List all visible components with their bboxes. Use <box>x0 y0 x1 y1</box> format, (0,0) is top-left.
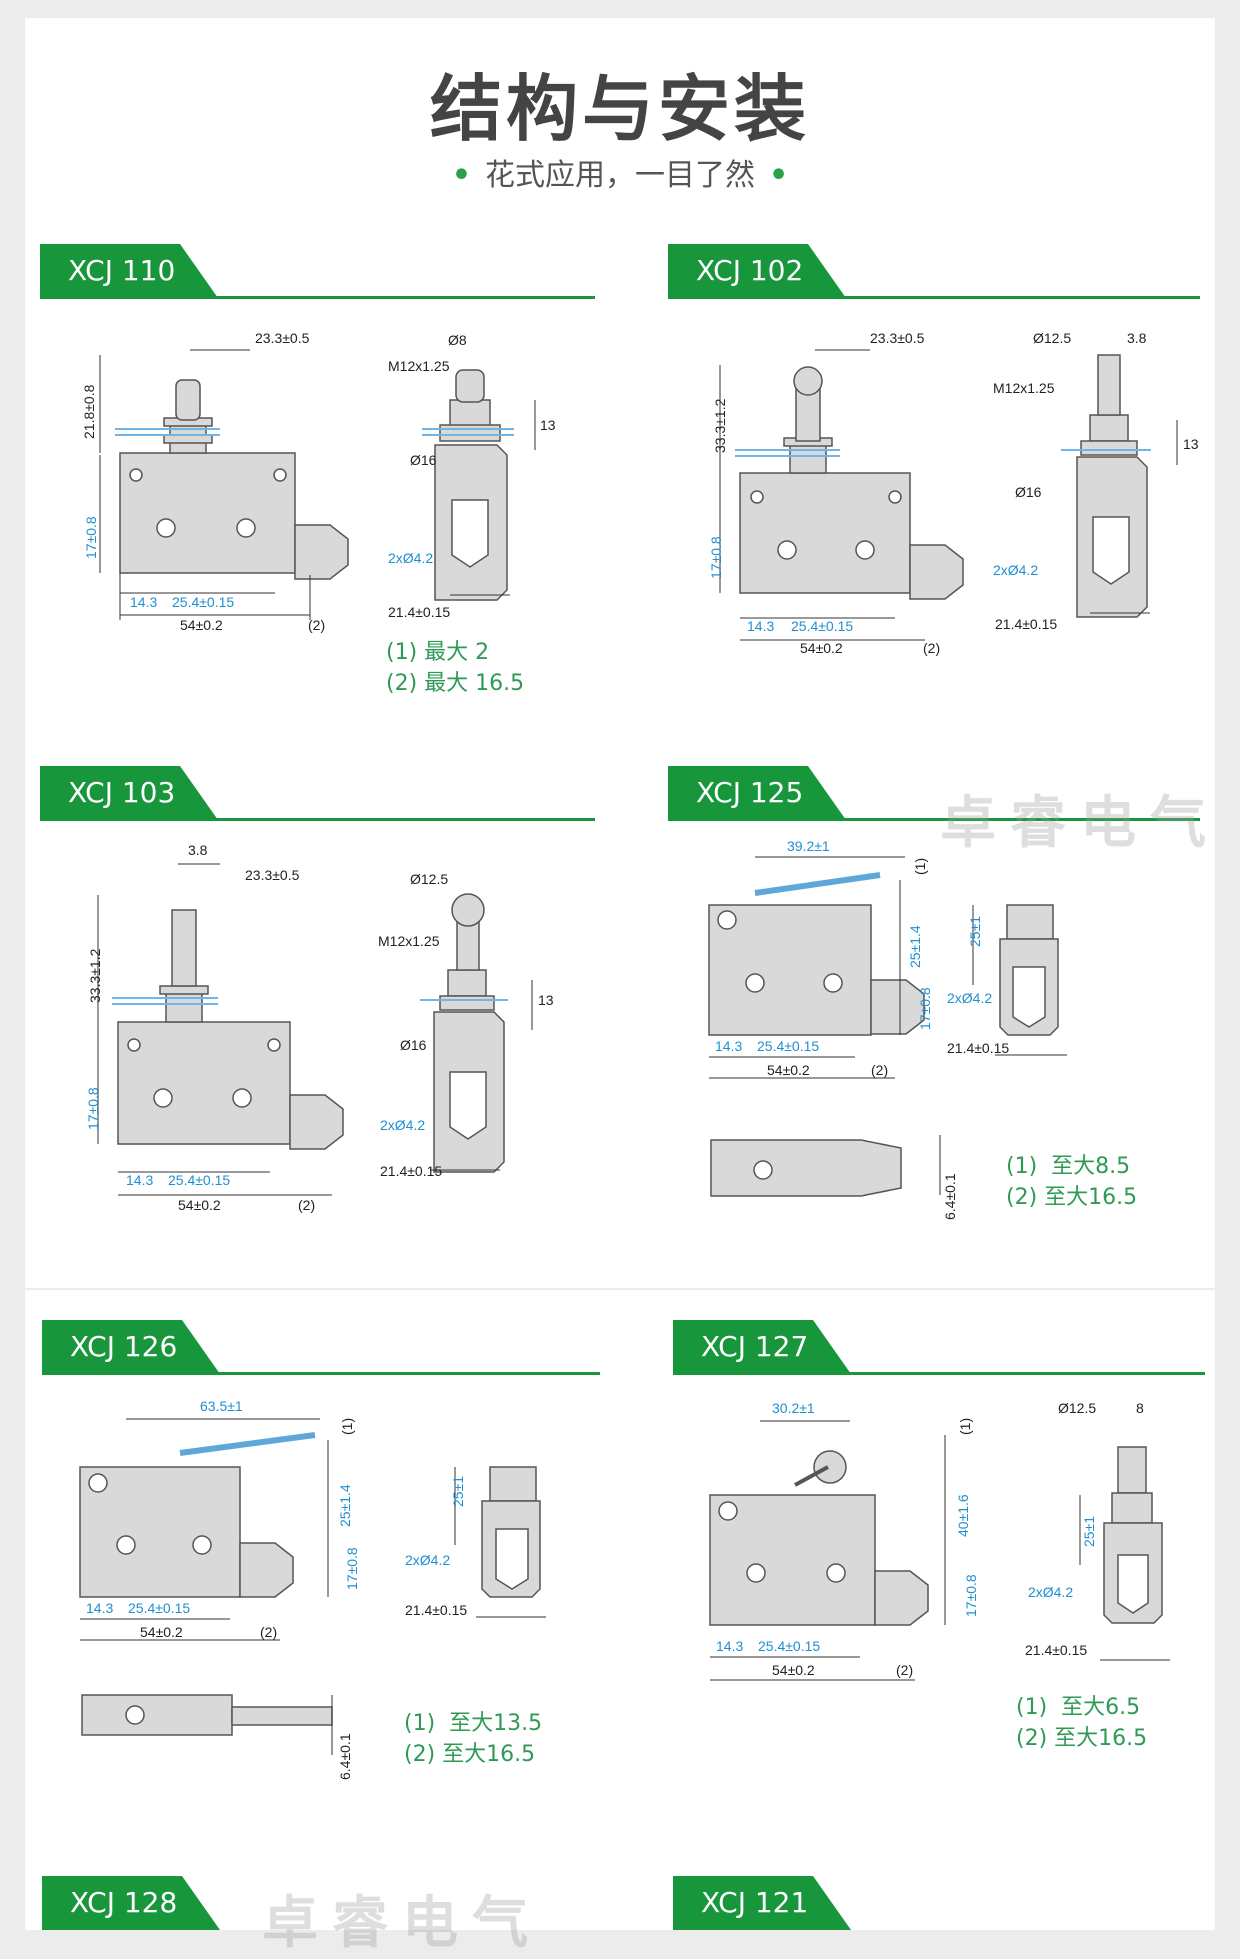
dim-254: 25.4±0.15 <box>758 1638 820 1654</box>
dim-14: 14.3 <box>715 1038 742 1054</box>
dim-14: 14.3 <box>716 1638 743 1654</box>
dim-2: (2) <box>923 640 940 656</box>
watermark-1: 卓睿电气 <box>940 791 1220 856</box>
dim-17: 17±0.8 <box>83 516 99 559</box>
page-title: 结构与安装 <box>429 67 810 151</box>
dim-2: (2) <box>871 1062 888 1078</box>
dim-2: (2) <box>298 1197 315 1213</box>
dim-v1: 33.3±1.2 <box>712 398 728 453</box>
dim-thread: M12x1.25 <box>388 358 450 374</box>
dim-13: 13 <box>538 992 554 1008</box>
dim-top: 30.2±1 <box>772 1400 815 1416</box>
dim-17: 17±0.8 <box>917 987 933 1030</box>
dim-v1: 25±1.4 <box>907 925 923 968</box>
dim-width: 21.4±0.15 <box>405 1602 467 1618</box>
dim-holes: 2xØ4.2 <box>388 550 433 566</box>
dim-13: 13 <box>1183 436 1199 452</box>
dim-17: 17±0.8 <box>963 1574 979 1617</box>
dim-14: 14.3 <box>747 618 774 634</box>
dim-top: 39.2±1 <box>787 838 830 854</box>
dim-dia: Ø12.5 <box>410 871 448 887</box>
dim-width: 21.4±0.15 <box>947 1040 1009 1056</box>
dim-thick: 6.4±0.1 <box>942 1173 958 1220</box>
dim-17: 17±0.8 <box>344 1547 360 1590</box>
dim-dia: Ø12.5 <box>1058 1400 1096 1416</box>
dim-width: 21.4±0.15 <box>1025 1642 1087 1658</box>
drawing-xcj103: 3.8 23.3±0.5 33.3±1.2 17±0.8 14.3 25.4±0… <box>85 842 554 1213</box>
dim-dia: Ø8 <box>448 332 467 348</box>
drawing-xcj126: 63.5±1 (1) 25±1.4 17±0.8 14.3 25.4±0.15 … <box>79 1398 546 1780</box>
dim-holes: 2xØ4.2 <box>993 562 1038 578</box>
dim-14: 14.3 <box>126 1172 153 1188</box>
dim-254: 25.4±0.15 <box>757 1038 819 1054</box>
dim-v1: 33.3±1.2 <box>87 948 103 1003</box>
dim-v1: 21.8±0.8 <box>81 384 97 439</box>
dim-54: 54±0.2 <box>178 1197 221 1213</box>
dim-54: 54±0.2 <box>767 1062 810 1078</box>
subtitle-text: 花式应用，一目了然 <box>485 158 755 193</box>
dim-14: 14.3 <box>130 594 157 610</box>
drawing-xcj127: 30.2±1 (1) 40±1.6 17±0.8 14.3 25.4±0.15 … <box>709 1400 1170 1681</box>
dim-54: 54±0.2 <box>140 1624 183 1640</box>
drawing-xcj102: 23.3±0.5 33.3±1.2 17±0.8 14.3 25.4±0.15 … <box>708 330 1199 656</box>
drawing-xcj125: 39.2±1 (1) 25±1.4 17±0.8 14.3 25.4±0.15 … <box>708 838 1067 1220</box>
dim-roll: 3.8 <box>188 842 208 858</box>
dim-13: 13 <box>540 417 556 433</box>
dim-side: 25±1 <box>450 1476 466 1507</box>
dim-top: 23.3±0.5 <box>870 330 925 346</box>
dim-width: 21.4±0.15 <box>995 616 1057 632</box>
dim-v1: 40±1.6 <box>955 1494 971 1537</box>
dim-holes: 2xØ4.2 <box>405 1552 450 1568</box>
note-xcj126: (1) 至大13.5 (2) 至大16.5 <box>404 1711 543 1767</box>
dim-roll: 8 <box>1136 1400 1144 1416</box>
dim-width: 21.4±0.15 <box>388 604 450 620</box>
dim-top: 63.5±1 <box>200 1398 243 1414</box>
dim-nut: Ø16 <box>400 1037 427 1053</box>
dim-v1: 25±1.4 <box>337 1484 353 1527</box>
dim-holes: 2xØ4.2 <box>380 1117 425 1133</box>
dim-width: 21.4±0.15 <box>380 1163 442 1179</box>
dim-thick: 6.4±0.1 <box>337 1733 353 1780</box>
dim-roll: 3.8 <box>1127 330 1147 346</box>
dim-254: 25.4±0.15 <box>172 594 234 610</box>
dim-nut: Ø16 <box>1015 484 1042 500</box>
sheet-lower <box>25 1290 1215 1930</box>
dim-17: 17±0.8 <box>85 1087 101 1130</box>
page-subtitle: •花式应用，一目了然• <box>451 158 789 193</box>
dim-1: (1) <box>339 1418 355 1435</box>
dim-top: 23.3±0.5 <box>255 330 310 346</box>
dim-254: 25.4±0.15 <box>791 618 853 634</box>
dim-holes: 2xØ4.2 <box>947 990 992 1006</box>
dim-side: 25±1 <box>967 916 983 947</box>
drawing-xcj110: 23.3±0.5 21.8±0.8 17±0.8 14.3 25.4±0.15 … <box>81 330 556 633</box>
dim-54: 54±0.2 <box>180 617 223 633</box>
dim-2: (2) <box>260 1624 277 1640</box>
watermark-2: 卓睿电气 <box>262 1891 542 1956</box>
dim-1: (1) <box>957 1418 973 1435</box>
note-xcj125: (1) 至大8.5 (2) 至大16.5 <box>1006 1154 1138 1210</box>
dim-254: 25.4±0.15 <box>168 1172 230 1188</box>
dim-2: (2) <box>896 1662 913 1678</box>
dim-top: 23.3±0.5 <box>245 867 300 883</box>
dim-side: 25±1 <box>1081 1516 1097 1547</box>
dim-thread: M12x1.25 <box>378 933 440 949</box>
dim-holes: 2xØ4.2 <box>1028 1584 1073 1600</box>
dim-thread: M12x1.25 <box>993 380 1055 396</box>
note-xcj127: (1) 至大6.5 (2) 至大16.5 <box>1016 1695 1148 1751</box>
dim-1: (1) <box>912 858 928 875</box>
dim-dia: Ø12.5 <box>1033 330 1071 346</box>
note-xcj110: (1) 最大 2 (2) 最大 16.5 <box>386 640 525 696</box>
dim-54: 54±0.2 <box>800 640 843 656</box>
dim-54: 54±0.2 <box>772 1662 815 1678</box>
dim-17: 17±0.8 <box>708 536 724 579</box>
dim-nut: Ø16 <box>410 452 437 468</box>
dim-2: (2) <box>308 617 325 633</box>
dim-254: 25.4±0.15 <box>128 1600 190 1616</box>
dim-14: 14.3 <box>86 1600 113 1616</box>
